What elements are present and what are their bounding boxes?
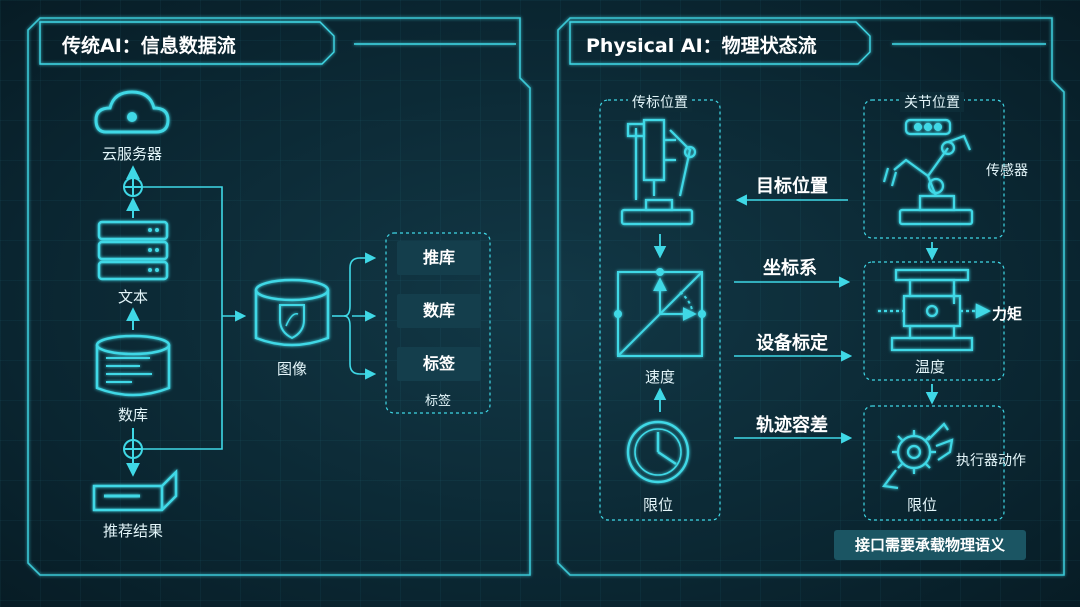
left-connectors: [142, 186, 247, 450]
chip-1: 推库: [397, 241, 481, 275]
left-panel-frame: [27, 17, 531, 576]
flow-device-calibration: 设备标定: [756, 333, 828, 354]
image-storage-icon: [254, 278, 330, 347]
flow-target-position: 目标位置: [756, 176, 828, 197]
left-column-top-label: 传标位置: [628, 92, 692, 112]
right-column-top-label: 关节位置: [900, 92, 964, 112]
image-label: 图像: [276, 360, 308, 378]
flow-coordinate-system: 坐标系: [763, 258, 817, 279]
right-panel-title: Physical AI：物理状态流: [586, 35, 817, 57]
chip-3: 标签: [397, 347, 481, 381]
right-panel-frame: [557, 17, 1065, 576]
right-column-bottom-label: 限位: [906, 496, 938, 514]
merge-icon: [123, 177, 143, 197]
press-actuator-icon: [878, 268, 992, 352]
chip-2: 数库: [397, 294, 481, 328]
right-column-mid-label: 温度: [914, 358, 946, 376]
torque-label: 力矩: [992, 305, 1023, 323]
coordinate-system-icon: [614, 268, 706, 357]
gauge-icon: [626, 420, 690, 484]
actuator-label: 执行器动作: [956, 453, 1026, 469]
robot-arm-icon: [882, 118, 974, 226]
left-column-bottom-label: 限位: [642, 496, 674, 514]
flow-trajectory-tolerance: 轨迹容差: [756, 415, 828, 436]
left-panel-title: 传统AI：信息数据流: [62, 35, 236, 57]
server-icon: [97, 220, 169, 281]
flow-arrows: [734, 194, 853, 444]
branch-connector: [332, 252, 377, 380]
actuator-gear-icon: [882, 422, 954, 490]
left-column-mid-label: 速度: [644, 368, 676, 386]
cloud-label: 云服务器: [101, 145, 163, 163]
result-label: 推荐结果: [102, 522, 164, 540]
cloud-icon: [94, 90, 170, 134]
merge-icon-2: [123, 439, 143, 459]
machine-tool-icon: [620, 118, 697, 226]
right-mid-frame: [863, 261, 1005, 381]
chip-group-label: 标签: [424, 394, 452, 409]
result-tray-icon: [92, 468, 178, 512]
database-label: 数库: [117, 406, 149, 424]
database-icon: [95, 334, 171, 397]
sensor-label: 传感器: [986, 163, 1028, 179]
chip-group-frame: [385, 232, 491, 414]
left-column-frame: [599, 99, 721, 521]
physical-semantics-badge: 接口需要承载物理语义: [834, 530, 1026, 560]
text-label: 文本: [117, 288, 149, 306]
right-bottom-frame: [863, 405, 1005, 521]
